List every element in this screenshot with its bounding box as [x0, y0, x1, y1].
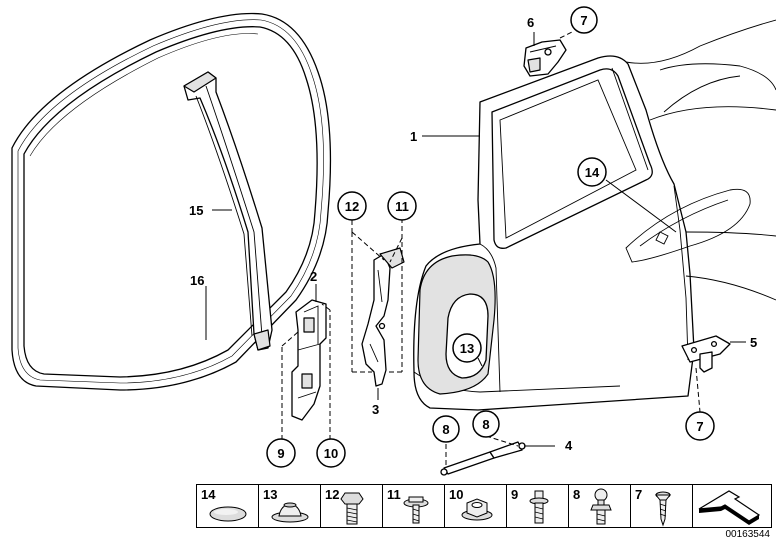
legend-item-8: 8 — [569, 485, 631, 527]
leader-lines — [205, 31, 746, 468]
callout-1: 1 — [410, 129, 417, 144]
round-plug-icon — [271, 502, 309, 523]
legend-number: 8 — [573, 487, 581, 502]
stud-bolt-icon — [529, 490, 549, 524]
legend-number: 7 — [635, 487, 643, 502]
legend-item-10: 10 — [445, 485, 507, 527]
callout-11: 11 — [395, 199, 409, 214]
legend-number: 11 — [387, 487, 401, 502]
legend-number: 13 — [263, 487, 278, 502]
callout-8-right: 8 — [482, 417, 489, 432]
window-seal-part — [11, 12, 332, 391]
door-brace-part — [361, 247, 405, 387]
callout-2: 2 — [310, 269, 317, 284]
legend-item-11: 11 — [383, 485, 445, 527]
self-tapping-screw-icon — [654, 491, 672, 527]
direction-arrow-icon — [698, 490, 761, 525]
hinge-bracket-part — [291, 299, 327, 421]
callout-6: 6 — [527, 15, 534, 30]
washer-screw-icon — [403, 496, 429, 524]
legend-item-7: 7 — [631, 485, 693, 527]
lower-hinge-part — [681, 335, 731, 373]
gas-strut-part — [440, 441, 526, 476]
legend-item-arrow — [693, 485, 769, 527]
document-id: 00163544 — [725, 529, 771, 540]
legend-item-9: 9 — [507, 485, 569, 527]
legend-number: 14 — [201, 487, 216, 502]
upper-hinge-part — [523, 39, 567, 77]
legend-number: 10 — [449, 487, 464, 502]
callout-9: 9 — [277, 446, 284, 461]
callout-12: 12 — [345, 199, 359, 214]
legend-number: 9 — [511, 487, 519, 502]
legend-number: 12 — [325, 487, 340, 502]
callout-16: 16 — [190, 273, 204, 288]
callout-13: 13 — [460, 341, 474, 356]
window-channel-strip — [183, 71, 273, 351]
callout-4: 4 — [565, 438, 573, 453]
callout-5: 5 — [750, 335, 757, 350]
callout-7-top: 7 — [580, 13, 587, 28]
rear-door-part — [413, 19, 776, 411]
legend-item-13: 13 — [259, 485, 321, 527]
callout-10: 10 — [324, 446, 338, 461]
callout-15: 15 — [189, 203, 203, 218]
parts-legend: 14 13 12 11 10 — [196, 484, 772, 528]
hex-bolt-icon — [340, 492, 364, 525]
ball-stud-icon — [590, 488, 612, 525]
callout-7-bottom: 7 — [696, 419, 703, 434]
callout-3: 3 — [372, 402, 379, 417]
oval-cover-icon — [209, 506, 247, 522]
legend-item-12: 12 — [321, 485, 383, 527]
hex-nut-icon — [461, 498, 493, 521]
legend-item-14: 14 — [197, 485, 259, 527]
callout-14: 14 — [585, 165, 600, 180]
callout-8-left: 8 — [442, 422, 449, 437]
